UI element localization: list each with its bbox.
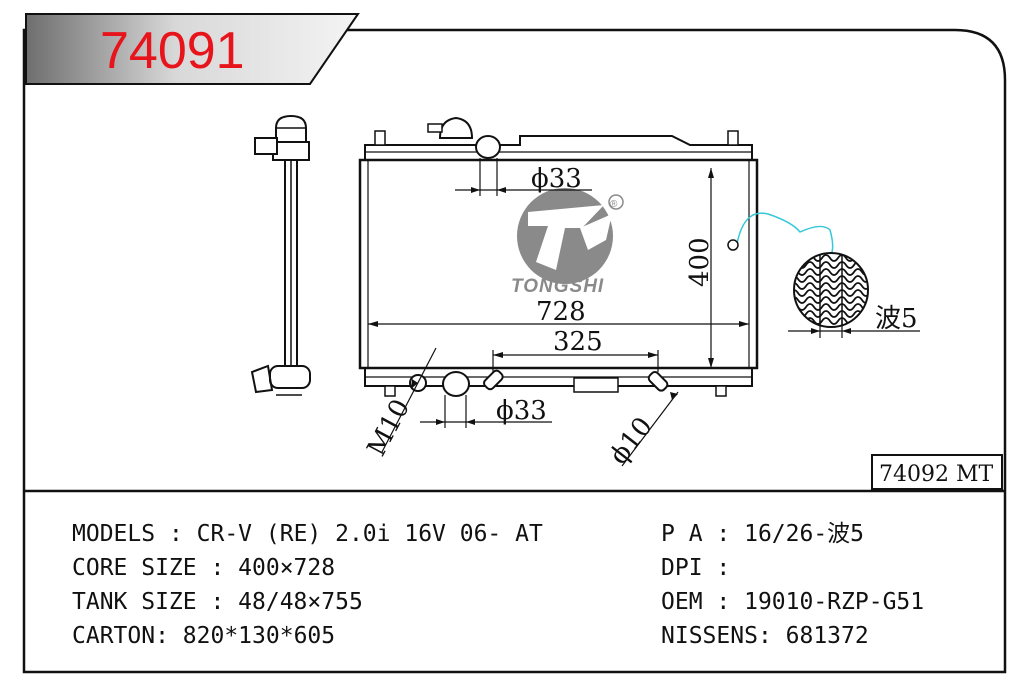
brand-name: TONGSHI [511,276,604,297]
part-code: 74091 [100,22,245,80]
svg-text:CORE SIZE : 400×728: CORE SIZE : 400×728 [72,555,335,581]
spec-value-core-size: 400×728 [238,555,335,581]
spec-left: MODELS : CR-V (RE) 2.0i 16V 06- AT CORE … [72,521,543,649]
registered-mark: ® [610,199,618,210]
height-dimension [708,168,714,368]
dim-bottom-pipe: ϕ33 [496,396,547,426]
spec-label-models: MODELS [72,521,155,547]
spec-right: P A : 16/26-波5 DPI : OEM : 19010-RZP-G51… [661,521,924,649]
alt-part-box [871,454,1003,490]
svg-text:OEM : 19010-RZP-G51: OEM : 19010-RZP-G51 [661,589,924,615]
spec-label-dpi: DPI [661,555,703,581]
dim-height: 400 [685,237,715,287]
width-dimension [368,321,749,327]
spec-label-pa: P A [661,521,703,547]
brand-logo [517,188,624,284]
spec-value-nissens: 681372 [786,623,869,649]
dim-drain: M10 [362,394,417,461]
svg-text:MODELS : CR-V (RE) 2.0i 16V 06: MODELS : CR-V (RE) 2.0i 16V 06- AT [72,521,543,547]
outer-frame [22,28,1007,674]
top-pipe-dimension [455,158,592,196]
svg-text:CARTON: 820*130*605: CARTON: 820*130*605 [72,623,335,649]
tank-span-dimension [492,350,659,372]
spec-label-oem: OEM [661,589,703,615]
bottom-outlet-pipe [442,371,470,397]
small-pipe-leader [621,391,679,467]
dim-width: 728 [536,297,586,327]
spec-value-models: CR-V (RE) 2.0i 16V 06- AT [197,521,543,547]
spec-label-carton: CARTON [72,623,155,649]
alt-part-code: 74092 MT [879,462,994,487]
dim-small-pipe: ϕ10 [604,412,659,471]
side-view [250,114,311,396]
spec-label-tank-size: TANK SIZE [72,589,197,615]
header-tab [25,13,360,85]
spec-value-oem: 19010-RZP-G51 [744,589,924,615]
drain-leader [381,347,437,453]
svg-text:TANK SIZE : 48/48×755: TANK SIZE : 48/48×755 [72,589,363,615]
spec-value-carton: 820*130*605 [183,623,335,649]
svg-text:P A : 16/26-波5: P A : 16/26-波5 [661,521,864,547]
top-inlet-pipe [475,135,501,159]
spec-value-pa: 16/26-波5 [744,521,864,547]
dim-fin: 波5 [875,304,918,334]
dim-tank-span: 325 [553,327,603,357]
dim-top-pipe: ϕ33 [531,164,582,194]
svg-text:NISSENS: 681372: NISSENS: 681372 [661,623,869,649]
spec-label-nissens: NISSENS [661,623,758,649]
spec-label-core-size: CORE SIZE [72,555,197,581]
bottom-pipe-dimension [420,395,552,428]
spec-value-tank-size: 48/48×755 [238,589,363,615]
svg-text:DPI :: DPI : [661,555,744,581]
fin-detail [727,212,920,338]
